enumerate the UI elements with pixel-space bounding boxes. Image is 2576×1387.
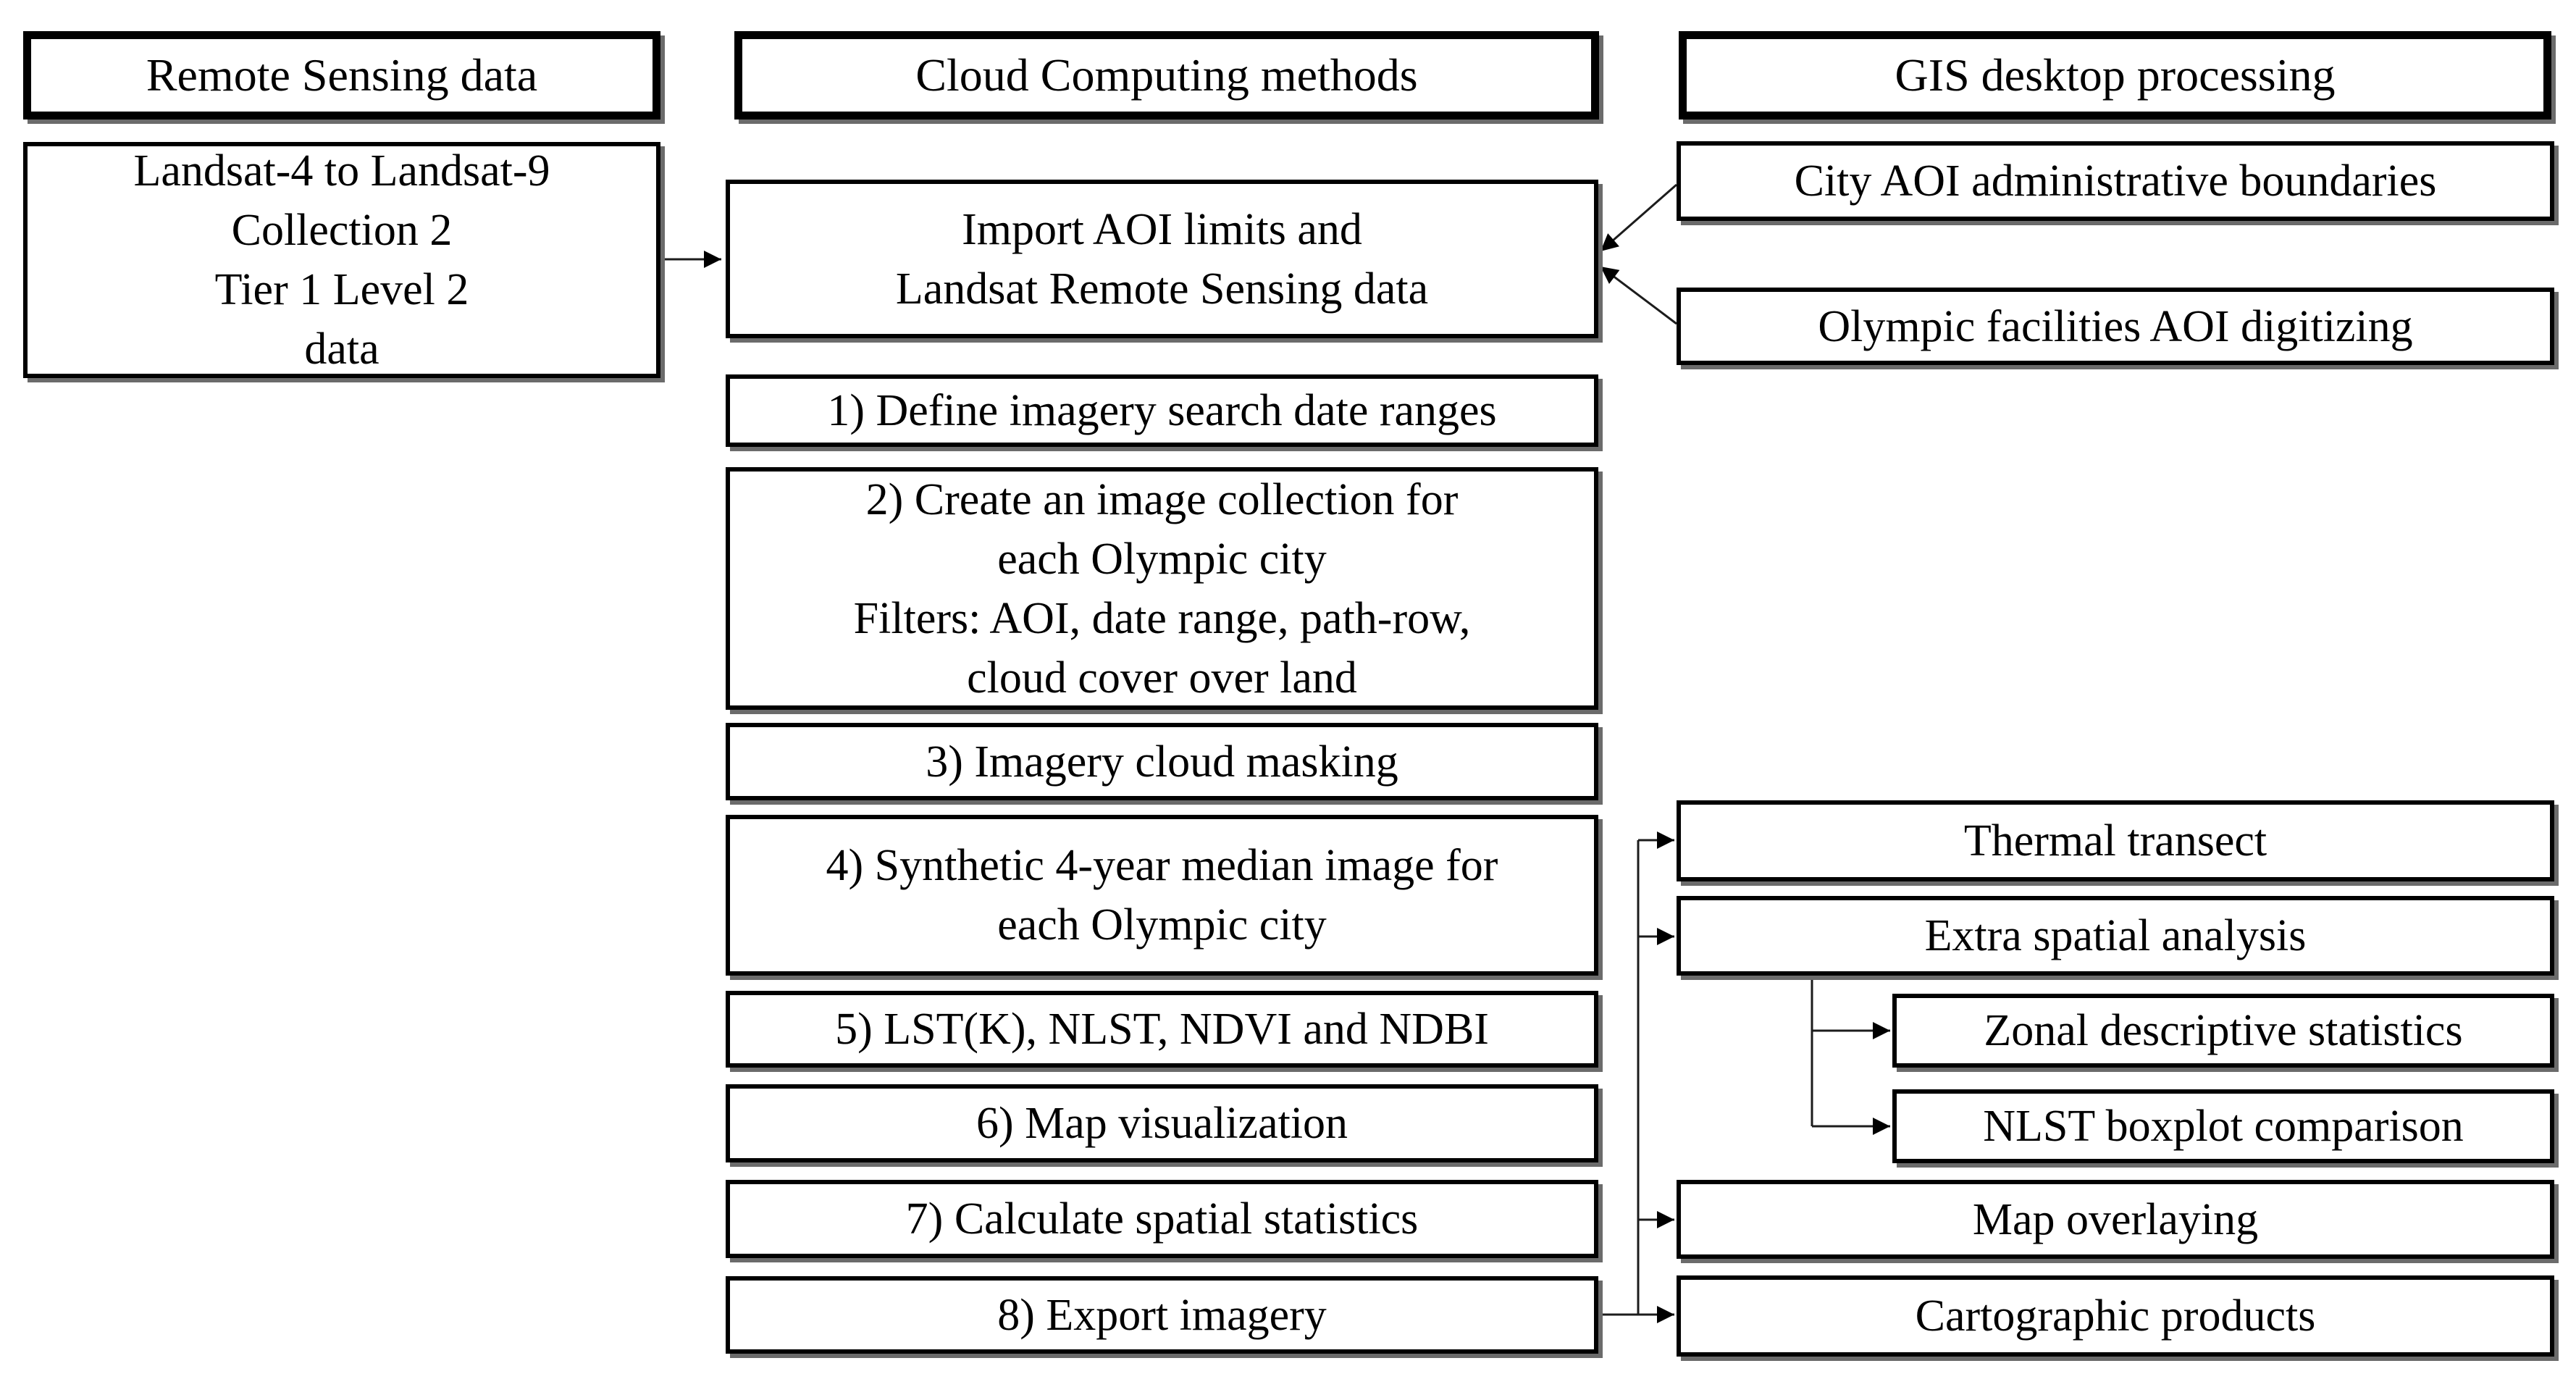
arrow-olympic-to-import (1600, 265, 1677, 325)
box-line: Import AOI limits and (962, 204, 1362, 254)
box-step2-image-collection: 2) Create an image collection for each O… (726, 467, 1598, 710)
box-label: 5) LST(K), NLST, NDVI and NDBI (835, 1005, 1489, 1054)
box-label: Thermal transect (1963, 816, 2267, 866)
box-step6-map-visualization: 6) Map visualization (726, 1084, 1598, 1162)
header-label: Cloud Computing methods (915, 49, 1418, 101)
header-gis-desktop: GIS desktop processing (1679, 31, 2551, 120)
box-line: each Olympic city (997, 900, 1327, 950)
box-step4-median-image: 4) Synthetic 4-year median image for eac… (726, 815, 1598, 976)
box-label: 7) Calculate spatial statistics (905, 1194, 1419, 1244)
box-map-overlaying: Map overlaying (1677, 1180, 2554, 1259)
box-line: cloud cover over land (967, 653, 1357, 703)
box-label: Map overlaying (1972, 1194, 2259, 1244)
box-line: 4) Synthetic 4-year median image for (826, 841, 1498, 890)
box-landsat-data: Landsat-4 to Landsat-9 Collection 2 Tier… (23, 142, 660, 378)
header-label: GIS desktop processing (1895, 49, 2336, 101)
box-step5-indices: 5) LST(K), NLST, NDVI and NDBI (726, 991, 1598, 1068)
box-label: 6) Map visualization (976, 1099, 1348, 1148)
box-step1-define-date-ranges: 1) Define imagery search date ranges (726, 374, 1598, 447)
box-line: Collection 2 (231, 206, 453, 255)
box-city-aoi-boundaries: City AOI administrative boundaries (1677, 141, 2554, 221)
box-step7-spatial-statistics: 7) Calculate spatial statistics (726, 1180, 1598, 1258)
box-label: Zonal descriptive statistics (1984, 1006, 2463, 1055)
header-remote-sensing: Remote Sensing data (23, 31, 660, 120)
box-label: Olympic facilities AOI digitizing (1818, 301, 2413, 351)
box-label: 3) Imagery cloud masking (926, 737, 1398, 787)
box-line: each Olympic city (997, 534, 1327, 584)
box-line: Landsat Remote Sensing data (895, 264, 1429, 314)
box-extra-spatial-analysis: Extra spatial analysis (1677, 896, 2554, 976)
header-cloud-computing: Cloud Computing methods (734, 31, 1599, 120)
box-label: City AOI administrative boundaries (1794, 156, 2437, 206)
header-label: Remote Sensing data (146, 49, 538, 101)
box-label: 8) Export imagery (997, 1290, 1327, 1340)
trunk-export-to-outputs (1598, 840, 1640, 1316)
box-label: NLST boxplot comparison (1983, 1102, 2464, 1151)
box-zonal-descriptive-statistics: Zonal descriptive statistics (1892, 994, 2554, 1068)
box-cartographic-products: Cartographic products (1677, 1275, 2554, 1357)
box-nlst-boxplot-comparison: NLST boxplot comparison (1892, 1089, 2554, 1163)
box-line: data (304, 324, 379, 374)
box-line: Filters: AOI, date range, path-row, (853, 593, 1471, 643)
box-line: Landsat-4 to Landsat-9 (133, 146, 550, 196)
box-olympic-facilities-digitizing: Olympic facilities AOI digitizing (1677, 288, 2554, 365)
box-label: 1) Define imagery search date ranges (827, 386, 1497, 435)
box-line: Tier 1 Level 2 (214, 265, 469, 314)
box-line: 2) Create an image collection for (865, 474, 1459, 524)
box-import-aoi: Import AOI limits and Landsat Remote Sen… (726, 180, 1598, 338)
box-step8-export-imagery: 8) Export imagery (726, 1276, 1598, 1354)
box-thermal-transect: Thermal transect (1677, 800, 2554, 881)
box-label: Cartographic products (1915, 1291, 2316, 1341)
box-label: Extra spatial analysis (1924, 911, 2307, 960)
arrow-cityaoi-to-import (1600, 183, 1677, 253)
box-step3-cloud-masking: 3) Imagery cloud masking (726, 723, 1598, 800)
